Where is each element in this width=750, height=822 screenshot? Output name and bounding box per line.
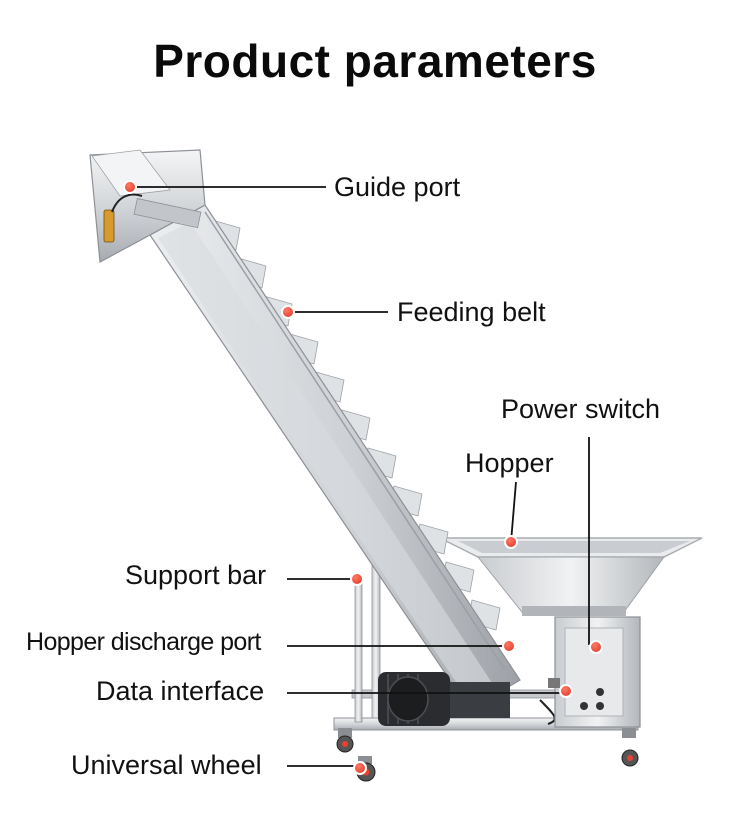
label-guide-port: Guide port <box>334 172 461 202</box>
markers <box>123 180 603 775</box>
power-switch-marker <box>589 640 603 654</box>
label-hopper-discharge-port: Hopper discharge port <box>26 628 261 656</box>
label-feeding-belt: Feeding belt <box>397 297 546 327</box>
guide-port-marker <box>123 180 137 194</box>
label-data-interface: Data interface <box>96 676 265 706</box>
motor-illustration <box>378 672 556 726</box>
label-power-switch: Power switch <box>501 394 661 424</box>
data-interface-marker <box>559 684 573 698</box>
feeding-belt-illustration <box>89 149 521 711</box>
wheels-illustration <box>336 728 639 782</box>
control-box-illustration <box>548 616 641 728</box>
hopper-discharge-port-marker <box>502 639 516 653</box>
leader-lines <box>130 186 590 767</box>
universal-wheel-marker <box>353 761 367 775</box>
label-universal-wheel: Universal wheel <box>71 750 262 780</box>
feeding-belt-marker <box>281 305 295 319</box>
label-hopper: Hopper <box>465 448 554 478</box>
support-bar-marker <box>350 572 364 586</box>
hopper-marker <box>504 535 518 549</box>
page-title: Product parameters <box>153 35 597 87</box>
label-support-bar: Support bar <box>125 560 267 590</box>
